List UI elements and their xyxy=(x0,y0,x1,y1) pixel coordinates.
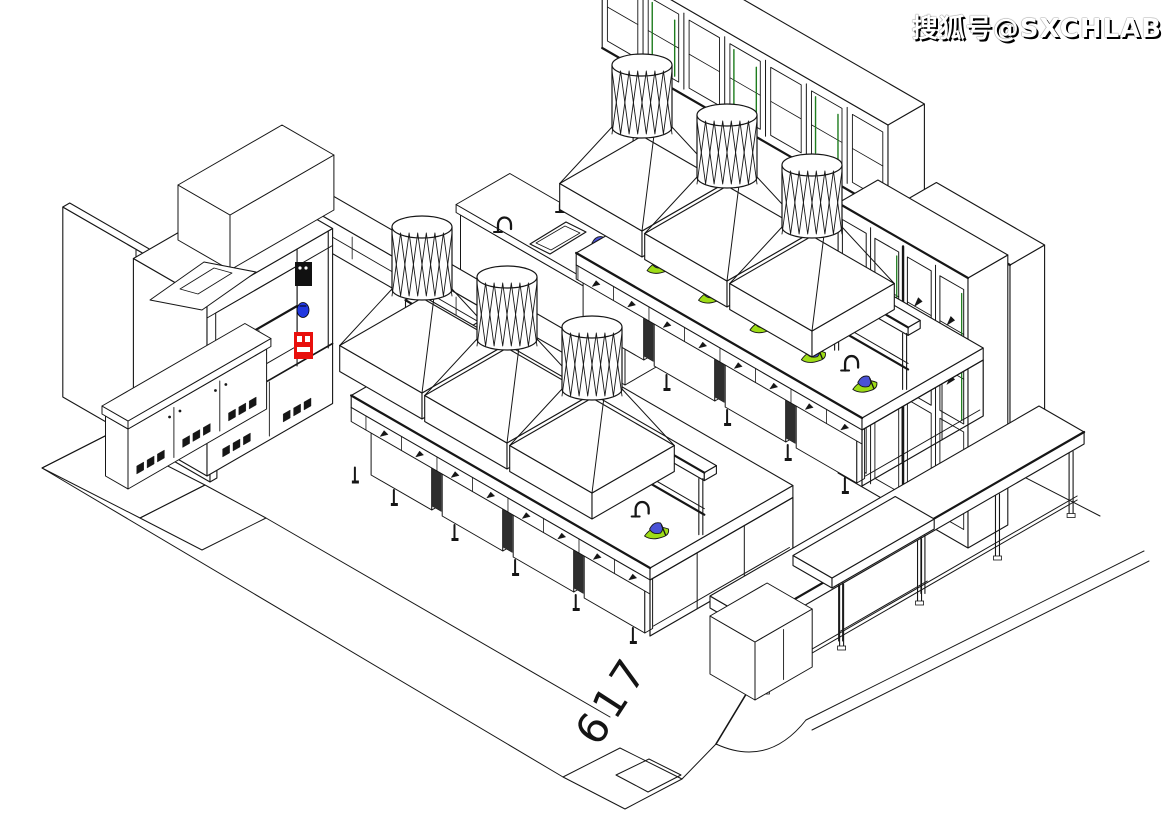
room-number-label: 617 xyxy=(565,647,658,754)
scene-root xyxy=(41,0,1150,810)
watermark: 搜狐号@SXCHLAB xyxy=(912,8,1162,45)
canopy-hoods-front xyxy=(339,215,675,520)
canopy-hoods-back xyxy=(559,53,895,358)
watermark-text: 搜狐号@SXCHLAB xyxy=(911,14,1162,44)
side-bench xyxy=(709,405,1086,701)
left-wall-cabinets xyxy=(101,323,272,490)
